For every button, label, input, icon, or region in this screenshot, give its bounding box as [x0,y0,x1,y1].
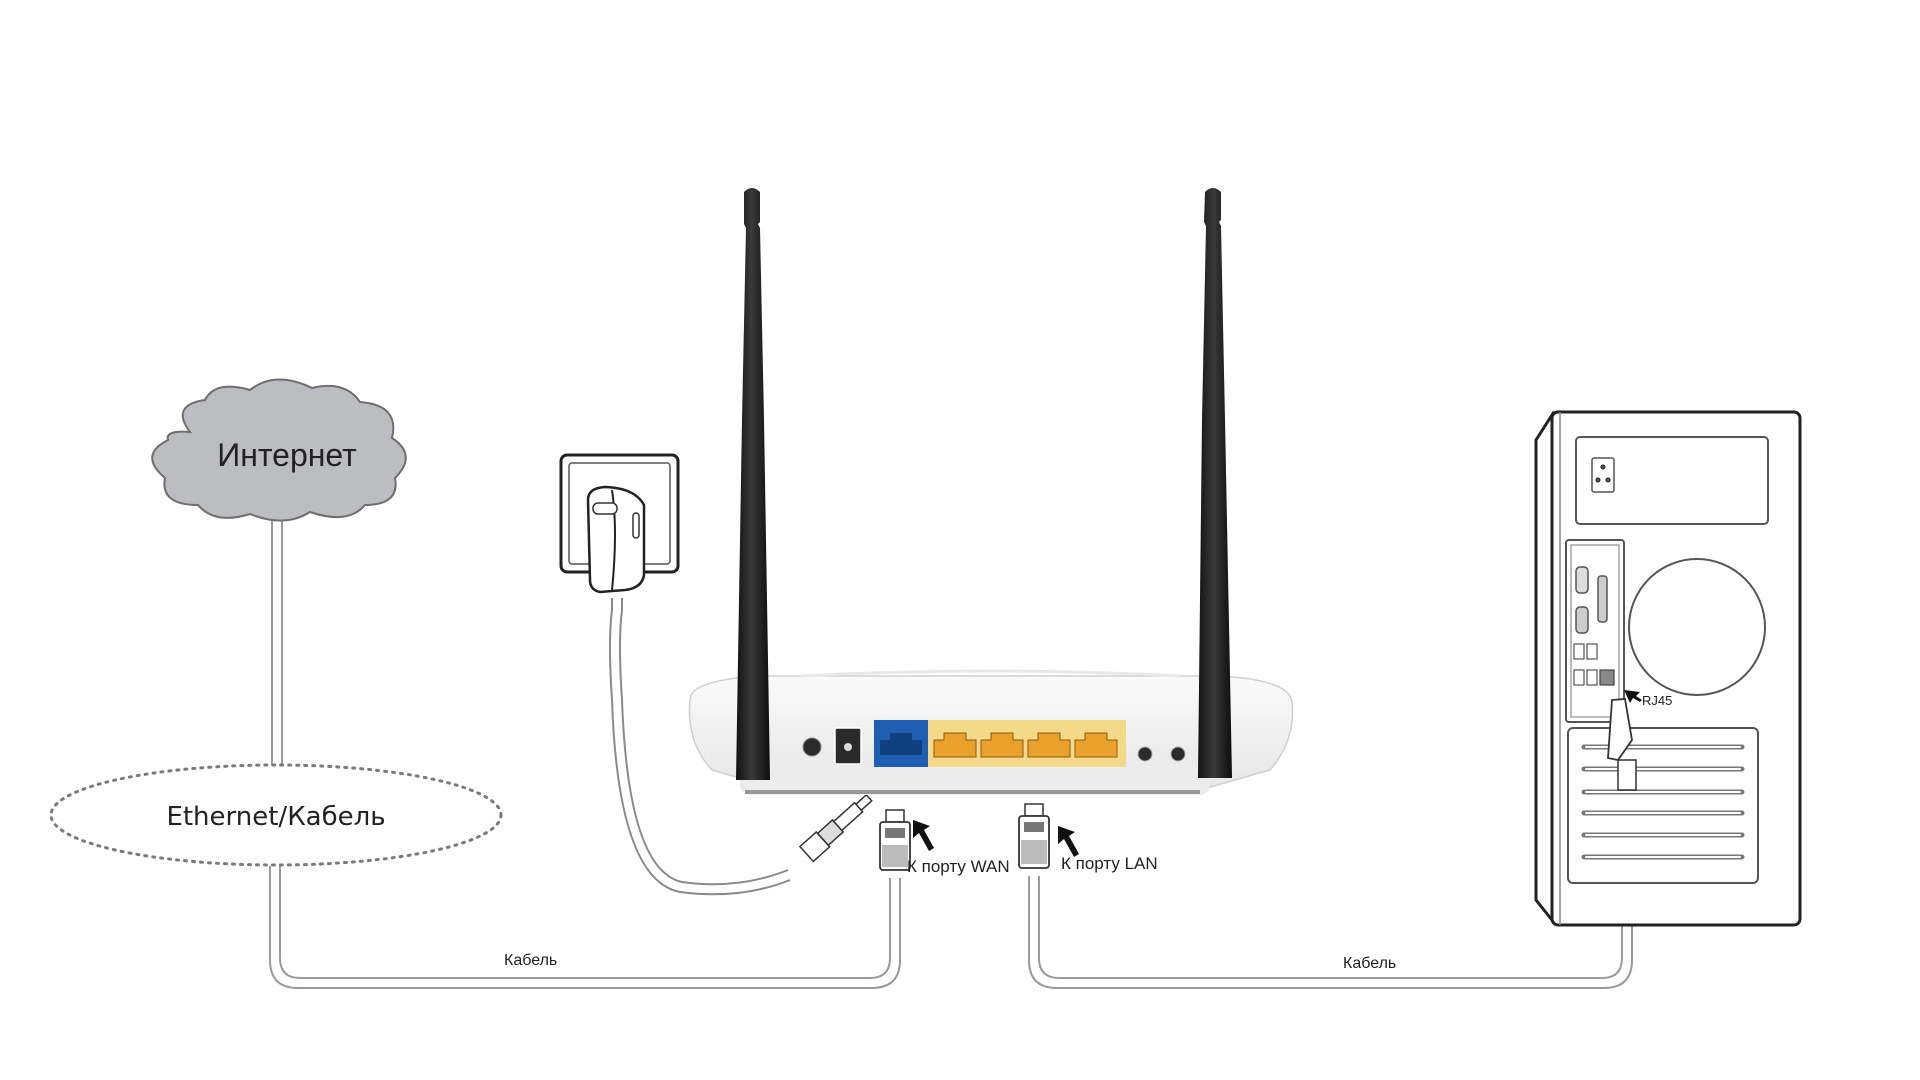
lan-port-2 [980,732,1024,758]
rj45-jack [1599,669,1615,686]
power-plug-connector [798,793,873,863]
router-icon [688,188,1294,795]
pc-tower-icon [1534,409,1802,927]
cable-label-left: Кабель [504,952,557,969]
arrow-pointer-icon [1058,826,1079,857]
cloud-icon [151,378,407,522]
ethernet-label: Ethernet/Кабель [166,802,385,832]
arrow-pointer-icon [913,820,934,851]
wan-port-label: К порту WAN [907,857,1010,876]
rj45-label: RJ45 [1642,693,1672,708]
rj45-plug-icon [1607,698,1637,791]
lan-port-label: К порту LAN [1061,854,1158,873]
cable-label-right: Кабель [1343,955,1396,972]
internet-label: Интернет [217,437,357,473]
antenna-icon [1198,188,1232,778]
lan-port-3 [1027,732,1071,758]
ethernet-node: Ethernet/Кабель [49,763,503,867]
arrow-pointer-icon [1624,690,1642,703]
lan-port-4 [1074,732,1118,758]
wan-port [880,733,922,755]
lan-ports [933,732,1118,758]
cable-internet-to-ethernet [271,520,283,765]
lan-port-1 [933,732,977,758]
led-button-2 [1170,746,1186,762]
reset-button [802,737,822,757]
cable-lan-to-pc [1028,790,1633,989]
cable-power-adapter [609,598,791,896]
power-adapter-icon [586,485,646,594]
internet-cloud: Интернет [151,378,407,522]
rj45-plug-icon [879,809,911,871]
led-button-1 [1137,746,1153,762]
cable-ethernet-to-wan [269,866,901,989]
antenna-icon [736,188,770,780]
rj45-plug-icon [1018,803,1050,869]
